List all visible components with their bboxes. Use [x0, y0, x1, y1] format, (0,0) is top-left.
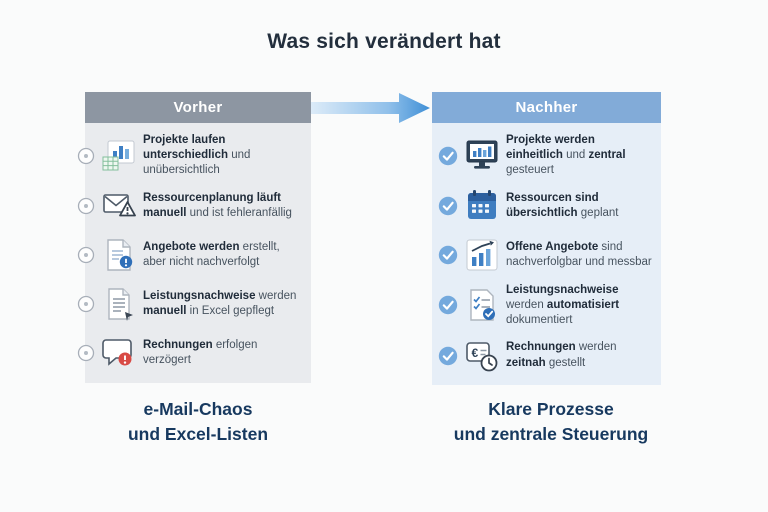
- step-marker-icon: [77, 147, 95, 165]
- calendar-icon: [464, 188, 500, 224]
- item-text: Ressourcen sind übersichtlich geplant: [506, 191, 619, 220]
- item-text: Projekte werden einheitlich und zentral …: [506, 134, 626, 177]
- offer-alert-icon: [101, 237, 137, 273]
- item-text: Offene Angebote sind nachverfolgbar und …: [506, 240, 652, 269]
- item-text: Ressourcenplanung läuft manuell und ist …: [143, 191, 292, 220]
- clock-euro-icon: €: [464, 338, 500, 374]
- before-caption-line1: e-Mail-Chaos: [143, 399, 253, 419]
- before-caption-line2: und Excel-Listen: [127, 423, 269, 444]
- comparison-item: € Rechnungen werden zeitnah gestellt: [437, 334, 652, 377]
- chart-up-icon: [464, 237, 500, 273]
- check-icon: [438, 346, 458, 366]
- svg-text:€: €: [472, 346, 479, 360]
- checklist-icon: [464, 287, 500, 323]
- check-icon: [438, 295, 458, 315]
- item-text: Projekte laufen unterschiedlich und unüb…: [143, 134, 251, 177]
- check-icon: [438, 196, 458, 216]
- after-panel: Nachher Projekte werden einheitlich und …: [432, 92, 661, 386]
- item-text: Rechnungen werden zeitnah gestellt: [506, 341, 617, 369]
- step-marker-icon: [77, 344, 95, 362]
- before-panel-body: Projekte laufen unterschiedlich und unüb…: [77, 123, 311, 383]
- before-panel: Vorher Projekte laufen unterschiedlich u…: [77, 92, 311, 383]
- after-caption: Klare Prozesse und zentrale Steuerung: [406, 397, 696, 447]
- before-panel-header: Vorher: [85, 92, 311, 123]
- comparison-item: Projekte werden einheitlich und zentral …: [437, 133, 652, 179]
- item-text: Leistungsnachweise werden manuell in Exc…: [143, 289, 297, 318]
- comparison-item: Rechnungen erfolgen verzögert: [77, 332, 302, 375]
- after-caption-line1: Klare Prozesse: [488, 399, 614, 419]
- comparison-item: Leistungsnachweise werden automatisiert …: [437, 283, 652, 329]
- item-text: Angebote werden erstellt, aber nicht nac…: [143, 240, 280, 269]
- monitor-chart-icon: [464, 138, 500, 174]
- comparison-item: Leistungsnachweise werden manuell in Exc…: [77, 283, 302, 326]
- before-caption: e-Mail-Chaos und Excel-Listen: [58, 397, 338, 447]
- step-marker-icon: [77, 295, 95, 313]
- after-caption-line2: und zentrale Steuerung: [453, 423, 649, 444]
- after-panel-body: Projekte werden einheitlich und zentral …: [432, 123, 661, 386]
- comparison-item: Projekte laufen unterschiedlich und unüb…: [77, 133, 302, 179]
- check-icon: [438, 146, 458, 166]
- invoice-chat-icon: [101, 335, 137, 371]
- item-text: Rechnungen erfolgen verzögert: [143, 338, 258, 367]
- timesheet-doc-icon: [101, 286, 137, 322]
- transition-arrow-icon: [311, 91, 431, 125]
- comparison-item: Ressourcen sind übersichtlich geplant: [437, 185, 652, 228]
- comparison-item: Angebote werden erstellt, aber nicht nac…: [77, 234, 302, 277]
- comparison-item: Ressourcenplanung läuft manuell und ist …: [77, 185, 302, 228]
- project-chart-icon: [101, 138, 137, 174]
- step-marker-icon: [77, 246, 95, 264]
- comparison-item: Offene Angebote sind nachverfolgbar und …: [437, 234, 652, 277]
- step-marker-icon: [77, 197, 95, 215]
- item-text: Leistungsnachweise werden automatisiert …: [506, 283, 620, 326]
- after-panel-header: Nachher: [432, 92, 661, 123]
- check-icon: [438, 245, 458, 265]
- mail-warning-icon: [101, 188, 137, 224]
- page-title: Was sich verändert hat: [267, 30, 501, 53]
